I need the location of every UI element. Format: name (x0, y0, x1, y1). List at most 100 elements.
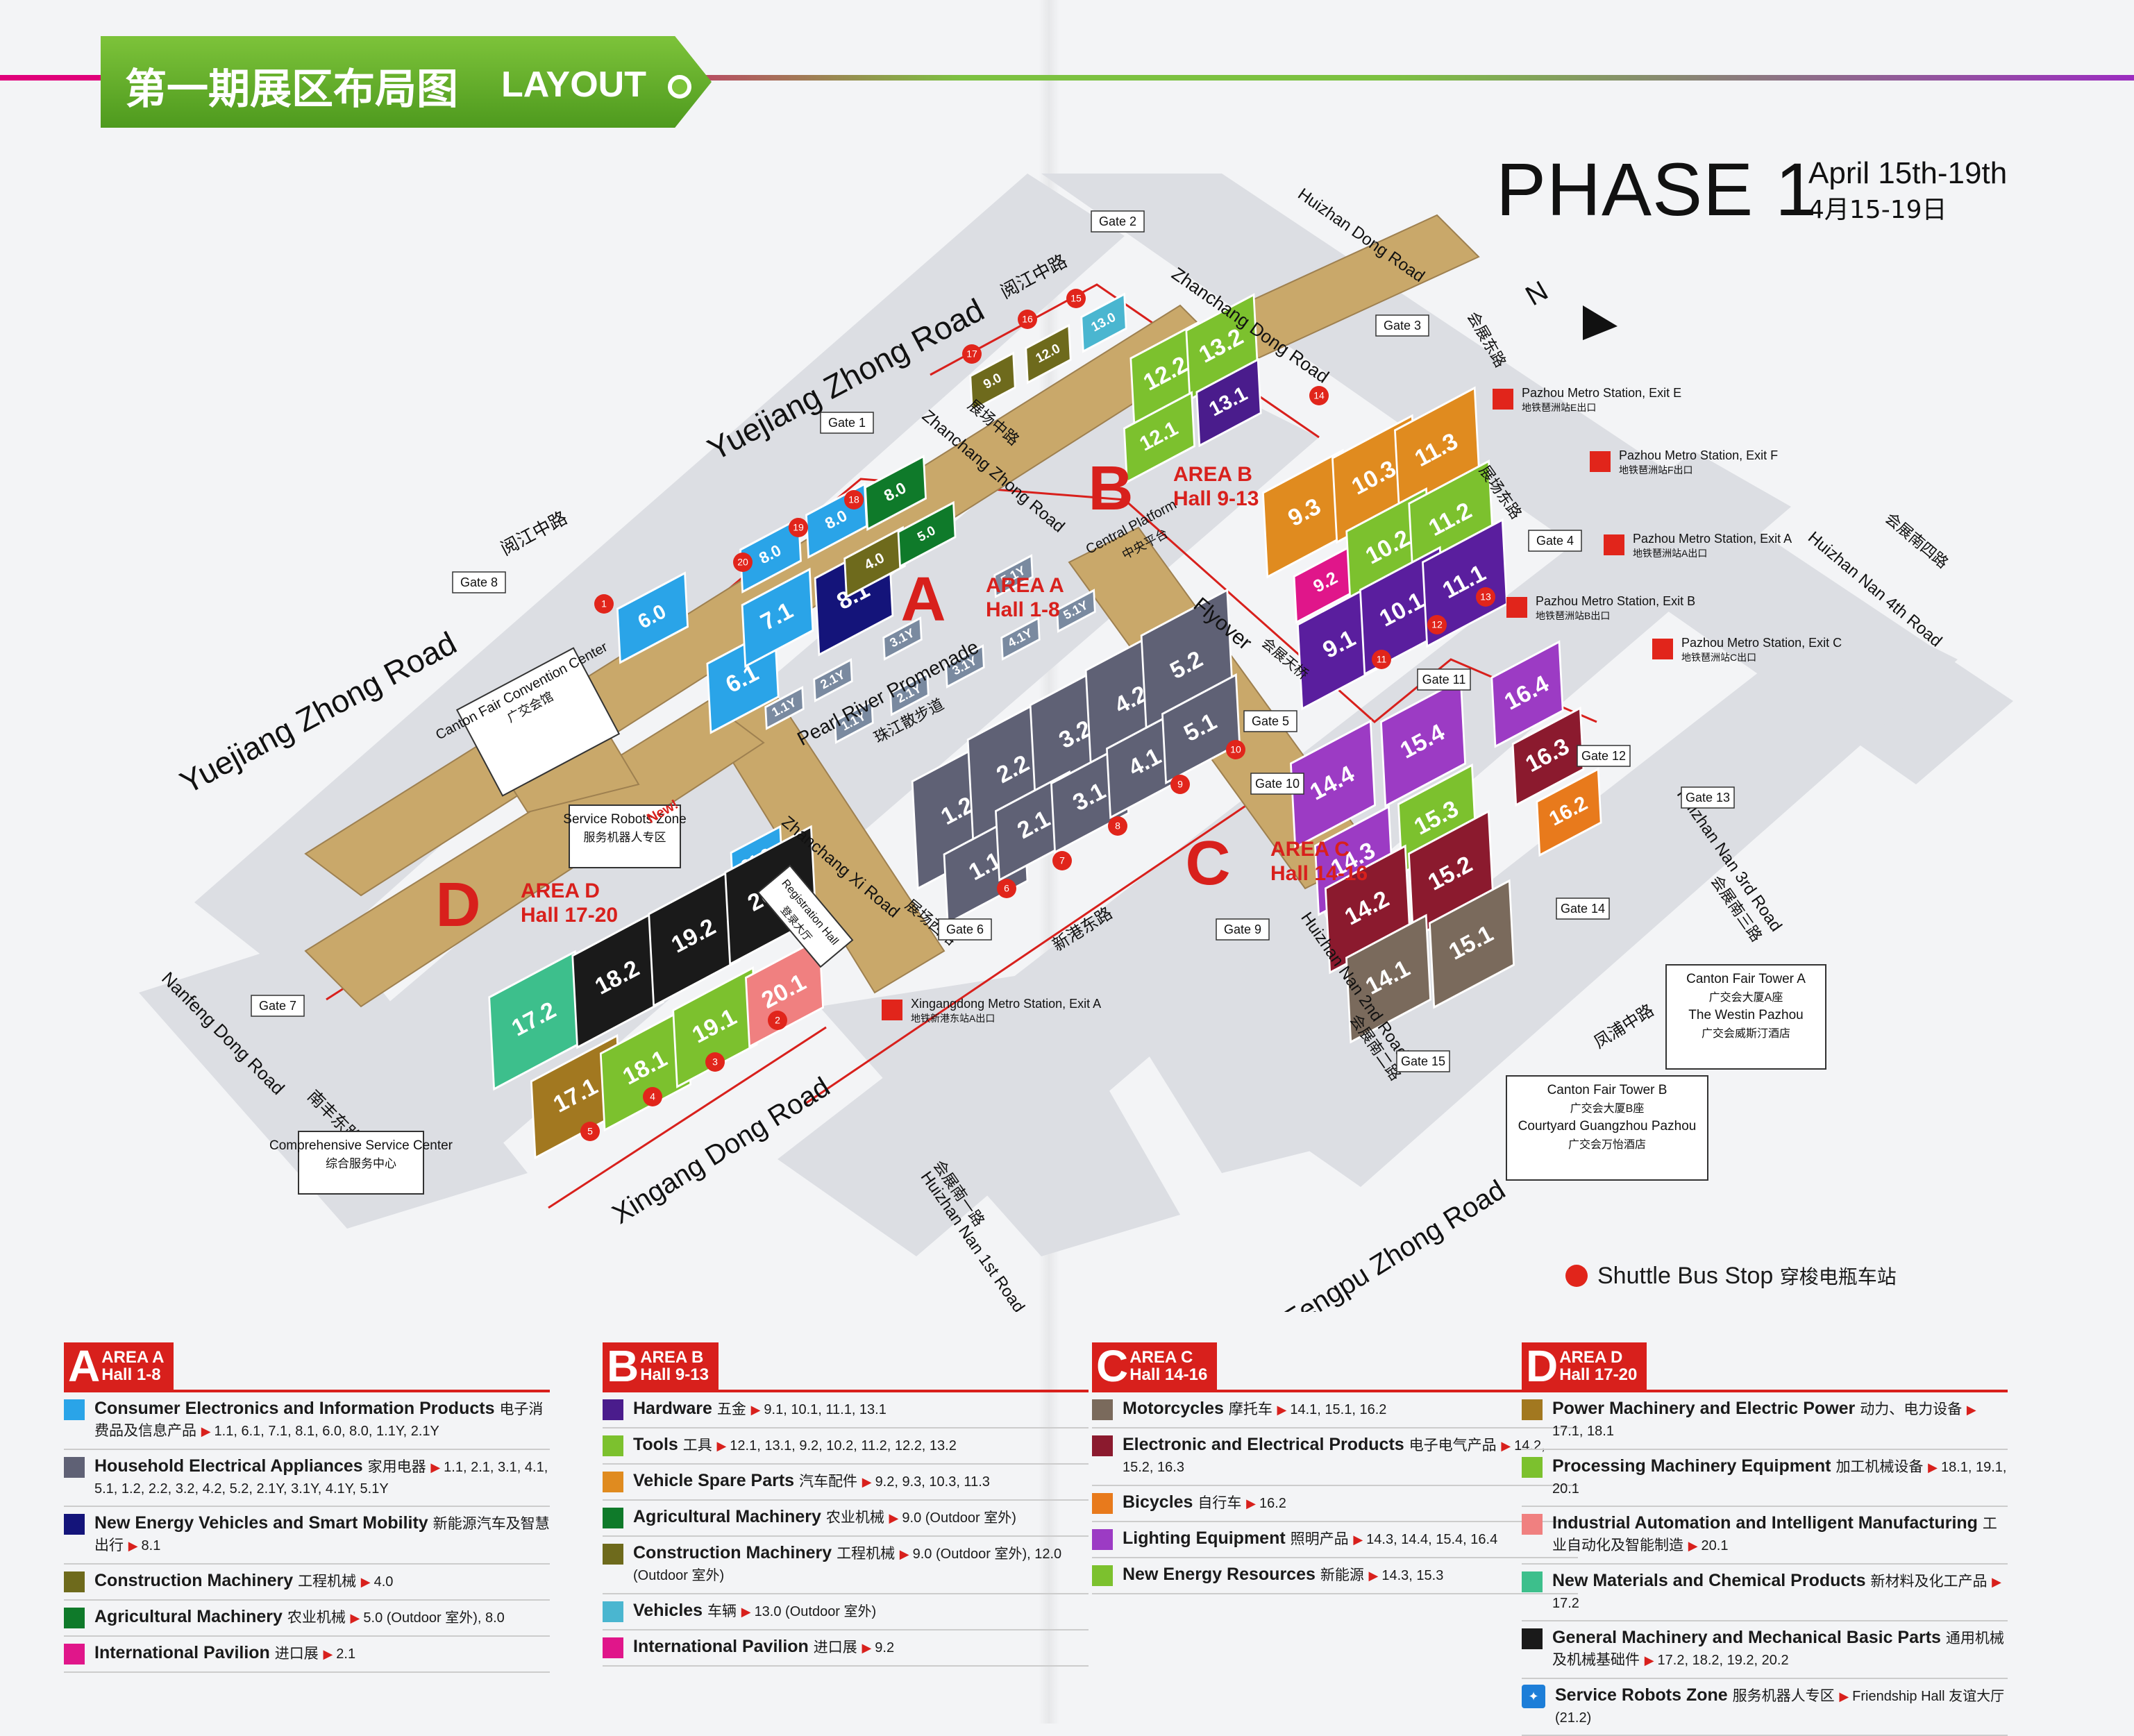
legend-cn: 汽车配件 (799, 1473, 862, 1490)
metro-icon (1652, 639, 1673, 659)
legend-swatch (64, 1644, 85, 1665)
legend-en: Power Machinery and Electric Power (1552, 1399, 1860, 1418)
legend-cn: 新材料及化工产品 (1870, 1573, 1992, 1590)
legend-en: Vehicle Spare Parts (633, 1471, 799, 1490)
road-label-huizhan-nan-4-cn: 会展南四路 (1882, 509, 1951, 572)
legend-text: Lighting Equipment 照明产品 ▶ 14.3, 14.4, 15… (1123, 1528, 1497, 1549)
gate-13: Gate 13 (1681, 787, 1734, 808)
legend-area-halls: Hall 1-8 (101, 1366, 164, 1383)
legend-area-label: AREA B (640, 1349, 709, 1366)
area-label: AREA D (521, 879, 600, 902)
shuttle-stop-18: 18 (844, 490, 864, 509)
shuttle-stop-number: 2 (775, 1015, 780, 1026)
metro-icon (1493, 389, 1513, 410)
area-halls: Hall 1-8 (986, 598, 1060, 621)
legend-letter: D (1526, 1344, 1558, 1388)
legend-halls: 12.1, 13.1, 9.2, 10.2, 11.2, 12.2, 13.2 (730, 1438, 957, 1453)
shuttle-stop-19: 19 (789, 518, 808, 537)
legend-halls: 9.0 (Outdoor 室外) (902, 1510, 1016, 1526)
shuttle-stop-number: 5 (587, 1126, 593, 1137)
legend-area-label: AREA A (101, 1349, 164, 1366)
legend-swatch (64, 1608, 85, 1628)
legend-cn: 电子电气产品 (1409, 1437, 1502, 1453)
area-label: AREA A (986, 574, 1064, 597)
metro-label-en: Pazhou Metro Station, Exit F (1619, 448, 1778, 462)
shuttle-stop-number: 3 (712, 1056, 718, 1068)
legend-cn: 工具 (683, 1437, 717, 1453)
legend-row: Lighting Equipment 照明产品 ▶ 14.3, 14.4, 15… (1092, 1522, 1578, 1558)
triangle-icon: ▶ (900, 1547, 913, 1561)
gate-label: Gate 3 (1384, 319, 1421, 332)
metro-label-cn: 地铁琶洲站F出口 (1619, 464, 1693, 475)
area-label: AREA C (1270, 838, 1350, 861)
service-robot-icon: ✦ (1522, 1685, 1545, 1708)
shuttle-stop-number: 10 (1230, 744, 1241, 755)
legend-swatch (1522, 1514, 1543, 1535)
legend-text: International Pavilion 进口展 ▶ 9.2 (633, 1636, 894, 1658)
legend-halls: 14.3, 15.3 (1381, 1568, 1443, 1583)
legend-en: New Materials and Chemical Products (1552, 1571, 1870, 1590)
legend-halls: 14.3, 14.4, 15.4, 16.4 (1366, 1532, 1497, 1547)
legend-area-halls: Hall 14-16 (1129, 1366, 1207, 1383)
gate-12: Gate 12 (1577, 745, 1630, 766)
legend-halls: 17.2, 18.2, 19.2, 20.2 (1658, 1653, 1789, 1668)
legend-row: International Pavilion 进口展 ▶ 9.2 (603, 1630, 1089, 1667)
legend-text: Service Robots Zone 服务机器人专区 ▶ Friendship… (1555, 1685, 2008, 1728)
shuttle-stop-number: 15 (1070, 293, 1082, 304)
legend-row: Agricultural Machinery 农业机械 ▶ 5.0 (Outdo… (64, 1601, 550, 1637)
metro-icon (1506, 597, 1527, 618)
legend-cn: 工程机械 (298, 1573, 361, 1590)
legend-en: Bicycles (1123, 1492, 1198, 1512)
metro-label-en: Pazhou Metro Station, Exit C (1681, 636, 1842, 650)
shuttle-stop-number: 19 (793, 522, 804, 533)
triangle-icon: ▶ (1277, 1403, 1291, 1417)
triangle-icon: ▶ (201, 1424, 215, 1438)
building-label: Courtyard Guangzhou Pazhou (1518, 1119, 1697, 1134)
legend-cn: 家用电器 (368, 1458, 431, 1475)
legend-row: ✦ Service Robots Zone 服务机器人专区 ▶ Friendshi… (1522, 1679, 2008, 1736)
shuttle-stop-12: 12 (1427, 615, 1447, 634)
legend-cn: 进口展 (275, 1645, 324, 1662)
legend-en: Lighting Equipment (1123, 1528, 1291, 1548)
shuttle-label-en: Shuttle Bus Stop (1597, 1263, 1773, 1289)
legend-row: Electronic and Electrical Products 电子电气产… (1092, 1429, 1578, 1486)
shuttle-stop-10: 10 (1226, 740, 1245, 759)
building-label: 广交会威斯汀酒店 (1702, 1027, 1790, 1040)
legend-en: Processing Machinery Equipment (1552, 1456, 1835, 1476)
legend-en: Agricultural Machinery (94, 1607, 287, 1626)
legend-swatch (1522, 1399, 1543, 1420)
gate-label: Gate 10 (1255, 777, 1300, 791)
legend-cn: 摩托车 (1229, 1401, 1277, 1417)
triangle-icon: ▶ (361, 1575, 374, 1589)
gate-label: Gate 4 (1536, 534, 1574, 548)
legend-cn: 自行车 (1198, 1494, 1246, 1511)
legend-halls: 2.1 (336, 1646, 355, 1662)
building-label: 广交会大厦A座 (1709, 991, 1783, 1004)
area-label: AREA B (1173, 463, 1252, 486)
gate-label: Gate 9 (1224, 922, 1261, 936)
road-label-fengpu-zhong-cn: 凤浦中路 (1591, 1001, 1658, 1052)
legend-en: Construction Machinery (94, 1571, 298, 1590)
legend-en: International Pavilion (633, 1637, 814, 1656)
triangle-icon: ▶ (716, 1439, 730, 1453)
shuttle-stop-4: 4 (643, 1087, 662, 1106)
gate-8: Gate 8 (453, 572, 505, 593)
road-label-fengpu-zhong: Fengpu Zhong Road (1278, 1174, 1510, 1312)
metro-icon (1590, 451, 1611, 472)
shuttle-stop-9: 9 (1170, 775, 1190, 794)
legend-swatch (1522, 1628, 1543, 1649)
area-halls: Hall 9-13 (1173, 487, 1259, 510)
triangle-icon: ▶ (862, 1641, 875, 1655)
triangle-icon: ▶ (1645, 1653, 1658, 1667)
legend-cn: 照明产品 (1291, 1531, 1354, 1547)
shuttle-stop-15: 15 (1066, 289, 1086, 308)
building-label: 广交会万怡酒店 (1568, 1138, 1646, 1151)
triangle-icon: ▶ (128, 1539, 142, 1553)
shuttle-stop-7: 7 (1052, 851, 1072, 870)
legend-halls: 14.1, 15.1, 16.2 (1290, 1402, 1386, 1417)
legend-en: Construction Machinery (633, 1543, 837, 1562)
